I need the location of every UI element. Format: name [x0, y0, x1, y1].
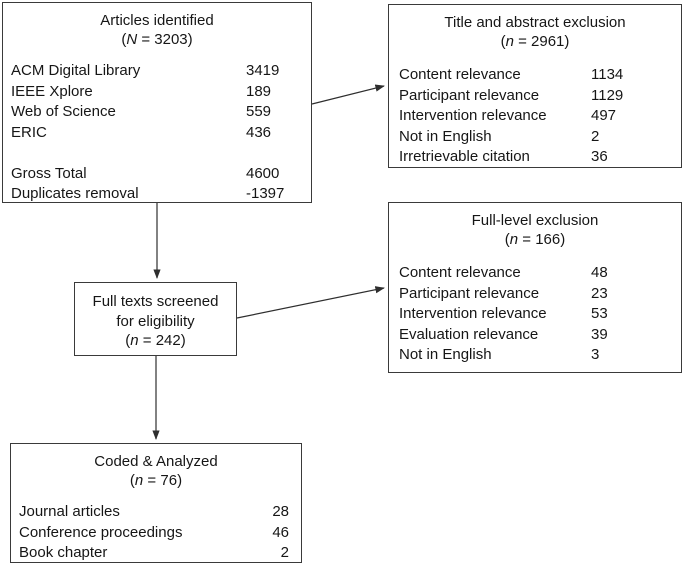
box-title-line2: for eligibility — [116, 312, 195, 330]
stat-value: 497 — [591, 107, 617, 124]
stat-label: Gross Total — [11, 164, 87, 182]
stat-value: 4600 — [246, 164, 280, 182]
box-articles-identified: Articles identified (N = 3203) ACM Digit… — [2, 2, 312, 203]
box-articles-identified-header: Articles identified (N = 3203) — [3, 3, 311, 49]
stat-row: Duplicates removal -1397 — [11, 184, 307, 205]
stat-row: Participant relevance 1129 — [399, 86, 677, 107]
stat-label: Intervention relevance — [399, 305, 547, 322]
stat-value: -1397 — [246, 185, 285, 202]
source-list: ACM Digital Library 3419 IEEE Xplore 189… — [3, 61, 311, 143]
stat-row: Not in English 3 — [399, 345, 677, 366]
stat-label: Irretrievable citation — [399, 148, 530, 165]
stat-row: Intervention relevance 53 — [399, 304, 677, 325]
count-variable: n — [134, 472, 144, 489]
box-count: (n = 76) — [129, 472, 183, 489]
stat-row: Web of Science 559 — [11, 102, 307, 123]
box-full-level-exclusion: Full-level exclusion (n = 166) Content r… — [388, 202, 682, 373]
stat-label: Duplicates removal — [11, 185, 139, 202]
stat-label: ERIC — [11, 123, 47, 141]
stat-label: Intervention relevance — [399, 107, 547, 124]
box-title: Full-level exclusion — [471, 212, 599, 229]
count-value: 166 — [535, 231, 561, 248]
box-title: Title and abstract exclusion — [444, 14, 626, 31]
box-title-line1: Full texts screened — [92, 293, 219, 310]
box-coded-analyzed: Coded & Analyzed (n = 76) Journal articl… — [10, 443, 302, 563]
stat-label: ACM Digital Library — [11, 62, 141, 79]
stat-row: Gross Total 4600 — [11, 164, 307, 185]
stat-value: 53 — [591, 305, 608, 322]
count-value: 2961 — [531, 33, 565, 50]
count-variable: n — [130, 332, 139, 349]
stat-row: Book chapter 2 — [19, 543, 289, 564]
stat-row: IEEE Xplore 189 — [11, 82, 307, 103]
box-full-level-exclusion-header: Full-level exclusion (n = 166) — [389, 203, 681, 249]
count-variable: n — [509, 231, 519, 248]
stat-row: Conference proceedings 46 — [19, 523, 289, 544]
count-value: 242 — [155, 332, 181, 349]
stat-row: Intervention relevance 497 — [399, 106, 677, 127]
stat-value: 3 — [591, 346, 600, 363]
stat-label: Participant relevance — [399, 284, 540, 302]
stat-value: 436 — [246, 123, 272, 141]
stat-label: Evaluation relevance — [399, 325, 539, 343]
box-count: (n = 2961) — [500, 33, 570, 50]
stat-row: Not in English 2 — [399, 127, 677, 148]
box-title: Articles identified — [100, 12, 214, 29]
stat-value: 189 — [246, 82, 272, 100]
stat-row: ERIC 436 — [11, 123, 307, 144]
stat-value: 46 — [272, 523, 289, 541]
totals-list: Gross Total 4600 Duplicates removal -139… — [3, 164, 311, 205]
stat-row: Irretrievable citation 36 — [399, 147, 677, 168]
stat-row: Participant relevance 23 — [399, 284, 677, 305]
stat-label: Conference proceedings — [19, 523, 183, 541]
stat-value: 1129 — [591, 86, 624, 104]
stat-value: 559 — [246, 103, 272, 120]
stat-label: Book chapter — [19, 544, 108, 561]
box-count: (n = 242) — [125, 332, 186, 349]
count-variable: N — [126, 31, 138, 48]
exclusion-list: Content relevance 48 Participant relevan… — [389, 263, 681, 366]
stat-row: Journal articles 28 — [19, 502, 289, 523]
count-value: 76 — [160, 472, 178, 489]
box-count: (N = 3203) — [121, 31, 193, 48]
stat-label: Participant relevance — [399, 86, 540, 104]
stat-label: Not in English — [399, 127, 492, 145]
box-count: (n = 166) — [504, 231, 566, 248]
arrow-identified-to-title-abstract-exclusion — [311, 84, 385, 105]
stat-value: 2 — [591, 127, 600, 145]
box-title: Coded & Analyzed — [94, 453, 218, 470]
stat-row: Evaluation relevance 39 — [399, 325, 677, 346]
stat-label: Content relevance — [399, 264, 521, 281]
stat-label: IEEE Xplore — [11, 82, 93, 100]
stat-label: Not in English — [399, 346, 492, 363]
count-value: 3203 — [154, 31, 188, 48]
stat-value: 39 — [591, 325, 608, 343]
arrow-full-texts-screened-to-full-level-exclusion — [236, 286, 385, 319]
stat-row: Content relevance 48 — [399, 263, 677, 284]
stat-value: 48 — [591, 264, 608, 281]
stat-value: 3419 — [246, 62, 280, 79]
count-variable: n — [505, 33, 514, 50]
stat-row: ACM Digital Library 3419 — [11, 61, 307, 82]
stat-label: Web of Science — [11, 103, 116, 120]
stat-value: 23 — [591, 284, 608, 302]
exclusion-list: Content relevance 1134 Participant relev… — [389, 65, 681, 168]
box-coded-analyzed-header: Coded & Analyzed (n = 76) — [11, 444, 301, 490]
box-full-texts-screened: Full texts screened for eligibility (n =… — [74, 282, 237, 356]
stat-value: 1134 — [591, 66, 624, 83]
box-title-abstract-exclusion-header: Title and abstract exclusion (n = 2961) — [389, 5, 681, 51]
stat-label: Journal articles — [19, 503, 120, 520]
publication-type-list: Journal articles 28 Conference proceedin… — [11, 502, 301, 564]
box-title-abstract-exclusion: Title and abstract exclusion (n = 2961) … — [388, 4, 682, 168]
stat-value: 28 — [272, 503, 289, 520]
stat-value: 2 — [280, 544, 289, 561]
box-full-texts-screened-header: Full texts screened for eligibility (n =… — [75, 283, 236, 351]
stat-row: Content relevance 1134 — [399, 65, 677, 86]
stat-value: 36 — [591, 148, 608, 165]
stat-label: Content relevance — [399, 66, 521, 83]
